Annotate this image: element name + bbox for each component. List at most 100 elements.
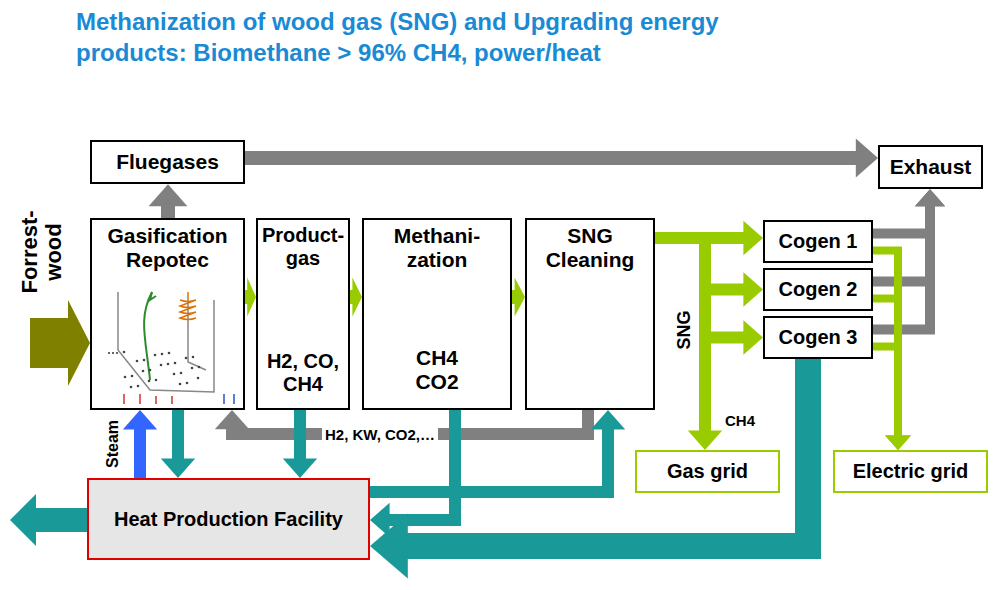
flow-line bbox=[655, 238, 705, 431]
flow-line bbox=[873, 205, 930, 233]
arrow-head bbox=[743, 221, 763, 255]
arrow-head bbox=[885, 436, 911, 450]
particle-dot bbox=[149, 369, 152, 372]
stream-label: SNG bbox=[674, 310, 695, 349]
particle-dot bbox=[131, 375, 134, 378]
arrow-head bbox=[915, 189, 945, 206]
output-box: Fluegases bbox=[90, 140, 245, 184]
arrow-head bbox=[743, 272, 763, 306]
flow-line bbox=[161, 205, 175, 218]
particle-dot bbox=[198, 366, 201, 369]
node-title: Gasification Repotec bbox=[95, 224, 240, 272]
particle-dot bbox=[191, 367, 194, 370]
input-label: Forrest- wood bbox=[18, 204, 66, 300]
process-box: Gasification Repotec bbox=[90, 218, 245, 410]
flow-label: Steam bbox=[104, 417, 122, 471]
output-box: Exhaust bbox=[878, 145, 983, 189]
flow-label: H2, KW, CO2,… bbox=[322, 426, 438, 443]
node-title: Electric grid bbox=[853, 460, 969, 483]
cogen-box: Cogen 2 bbox=[763, 268, 873, 311]
gasifier-sketch bbox=[108, 292, 234, 404]
flow-line bbox=[873, 347, 898, 437]
arrow-head bbox=[161, 458, 195, 478]
arrow-head bbox=[352, 278, 362, 317]
flow-line bbox=[873, 299, 898, 437]
node-title: Gas grid bbox=[667, 460, 748, 483]
node-title: Heat Production Facility bbox=[114, 508, 343, 531]
node-title: Fluegases bbox=[116, 150, 219, 174]
particle-dot bbox=[123, 351, 126, 354]
particle-dot bbox=[186, 382, 189, 385]
particle-dot bbox=[142, 370, 145, 373]
node-title: Methani- zation bbox=[368, 224, 507, 272]
heat-output-arrow bbox=[10, 494, 87, 546]
wood-input-arrow bbox=[30, 300, 90, 386]
particle-dot bbox=[148, 380, 151, 383]
particle-dot bbox=[137, 385, 140, 388]
arrow-head bbox=[215, 410, 249, 429]
bed-particles bbox=[123, 351, 201, 389]
flow-arrow bbox=[350, 278, 362, 317]
particle-dot bbox=[143, 359, 146, 362]
cogen-box: Cogen 1 bbox=[763, 220, 873, 263]
particle-dot bbox=[173, 373, 176, 376]
arrow-head bbox=[247, 278, 256, 317]
node-title: Product- gas bbox=[261, 224, 345, 270]
flow-arrow bbox=[655, 238, 722, 450]
node-body: H2, CO, CH4 bbox=[261, 350, 345, 396]
flow-arrow bbox=[123, 410, 157, 478]
particle-dot bbox=[179, 383, 182, 386]
particle-dot bbox=[197, 377, 200, 380]
flow-arrow bbox=[245, 139, 878, 178]
flow-arrow bbox=[161, 410, 195, 478]
flow-arrow bbox=[370, 410, 625, 492]
arrow-head bbox=[515, 278, 525, 317]
arrow-head bbox=[123, 410, 157, 430]
flow-line bbox=[512, 290, 516, 304]
node-title: Cogen 2 bbox=[779, 278, 858, 301]
arrow-head bbox=[885, 436, 911, 450]
particle-dot bbox=[155, 379, 158, 382]
particle-dot bbox=[192, 356, 195, 359]
particle-dot bbox=[161, 353, 164, 356]
particle-dot bbox=[130, 386, 133, 389]
flow-line bbox=[172, 410, 184, 459]
facility-box: Heat Production Facility bbox=[87, 478, 370, 560]
arrow-head bbox=[885, 436, 911, 450]
grid-box: Gas grid bbox=[635, 450, 780, 493]
arrow-head bbox=[370, 513, 408, 578]
flow-line bbox=[245, 151, 857, 165]
node-body: CH4 CO2 bbox=[412, 346, 462, 394]
flow-label: CH4 bbox=[722, 412, 758, 429]
flow-line bbox=[294, 410, 306, 459]
flow-line bbox=[245, 290, 248, 304]
particle-dot bbox=[174, 362, 177, 365]
arrow-head bbox=[915, 189, 945, 206]
flow-arrow bbox=[873, 347, 911, 451]
arrow-head bbox=[856, 139, 878, 178]
diagram-title: Methanization of wood gas (SNG) and Upgr… bbox=[76, 6, 776, 68]
arrow-head bbox=[915, 189, 945, 206]
arrow-head bbox=[591, 410, 625, 430]
node-title: Exhaust bbox=[890, 155, 972, 179]
cogen-box: Cogen 3 bbox=[763, 316, 873, 359]
process-box: Methani- zationCH4 CO2 bbox=[362, 218, 512, 410]
node-title: Cogen 1 bbox=[779, 230, 858, 253]
flow-arrow bbox=[512, 278, 525, 317]
node-title: Cogen 3 bbox=[779, 326, 858, 349]
particle-dot bbox=[185, 357, 188, 360]
particle-dot bbox=[180, 372, 183, 375]
particle-dot bbox=[160, 364, 163, 367]
flow-arrow bbox=[873, 251, 911, 451]
particle-dot bbox=[154, 354, 157, 357]
flow-line bbox=[350, 290, 353, 304]
flow-arrow bbox=[283, 410, 317, 478]
grid-box: Electric grid bbox=[833, 450, 988, 493]
flow-arrow bbox=[873, 299, 911, 451]
process-box: SNG Cleaning bbox=[525, 218, 655, 410]
particle-dot bbox=[124, 376, 127, 379]
arrow-head bbox=[688, 430, 722, 450]
arrow-head bbox=[149, 184, 188, 206]
particle-dot bbox=[167, 363, 170, 366]
flow-line bbox=[873, 251, 898, 437]
